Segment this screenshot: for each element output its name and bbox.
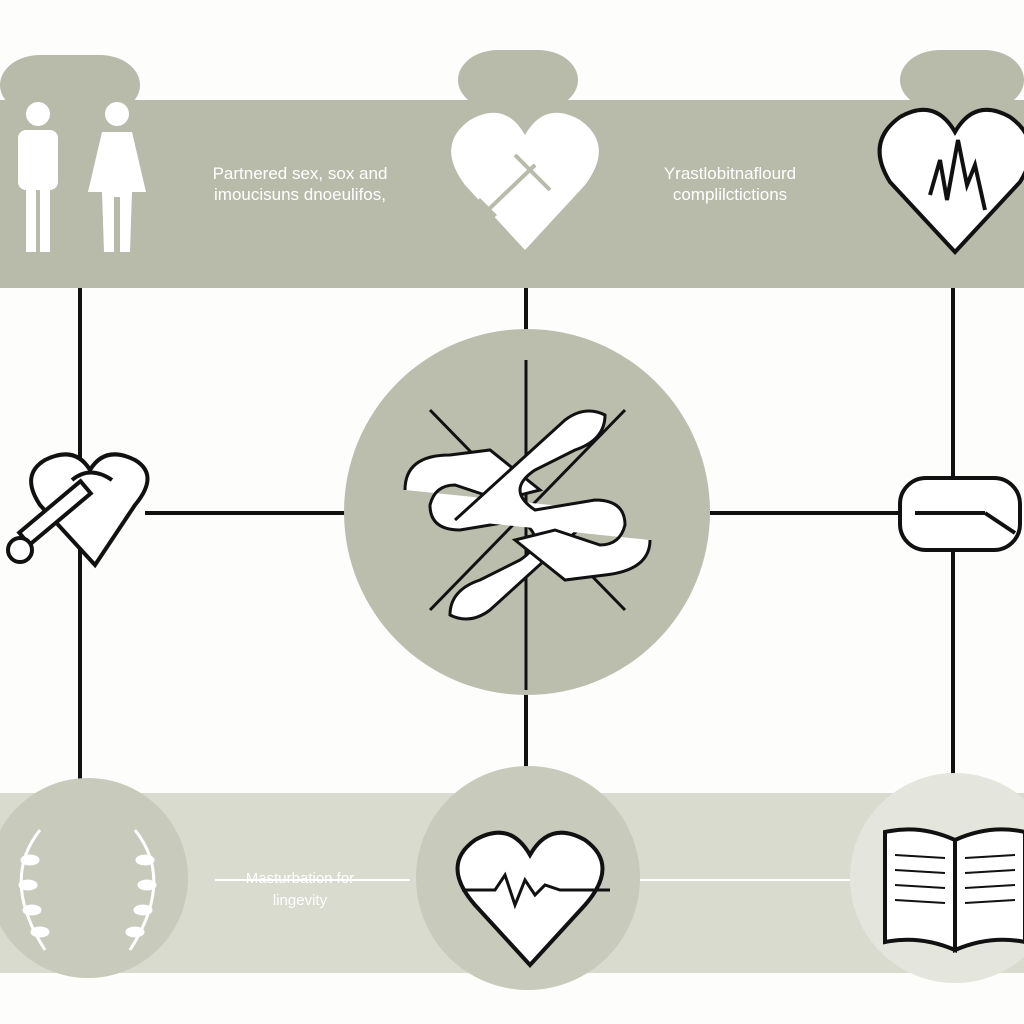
heart-syringe-icon — [451, 112, 599, 251]
laurel-icon — [18, 829, 157, 951]
label-partnered-sex: Partnered sex, sox and imoucisuns dnoeul… — [212, 164, 388, 204]
handshake-icon — [403, 408, 652, 621]
heart-ekg-icon — [455, 830, 610, 968]
man-woman-icon — [18, 102, 146, 252]
heart-pulse-icon — [877, 107, 1024, 255]
hand-pill-icon — [898, 476, 1022, 552]
label-masturbation: Masturbation for lingevity — [245, 870, 355, 909]
open-book-icon — [883, 827, 1024, 954]
label-complications: Yrastlobitnaflourd complilctictions — [663, 164, 797, 204]
heart-tool-icon — [6, 452, 150, 569]
